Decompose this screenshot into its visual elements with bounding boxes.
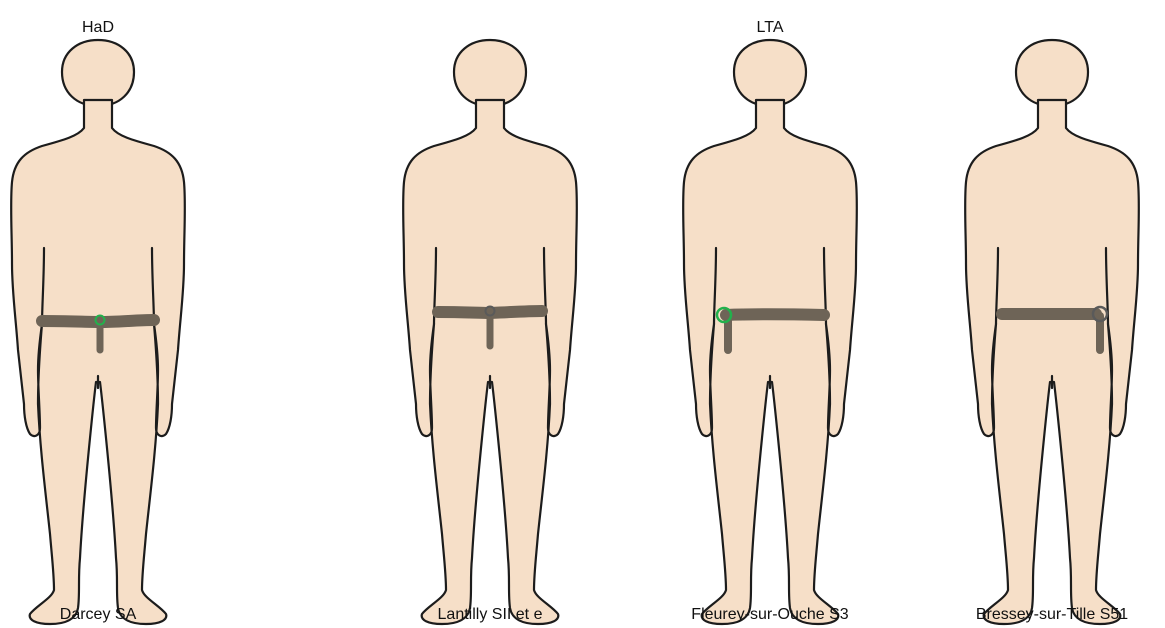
figure-2 [403, 40, 577, 624]
body-silhouette [965, 40, 1139, 624]
figure-3 [683, 40, 857, 624]
body-silhouette [683, 40, 857, 624]
figure-caption-1: Darcey SA [60, 606, 137, 623]
figure-1 [11, 40, 185, 624]
figure-caption-3: Fleurey-sur-Ouche S3 [691, 606, 848, 623]
group-label-lta: LTA [757, 19, 784, 36]
group-label-had: HaD [82, 19, 114, 36]
figure-4 [965, 40, 1139, 624]
figure-caption-2: Lantilly SII et e [438, 606, 543, 623]
figure-caption-4: Bressey-sur-Tille S51 [976, 606, 1128, 623]
